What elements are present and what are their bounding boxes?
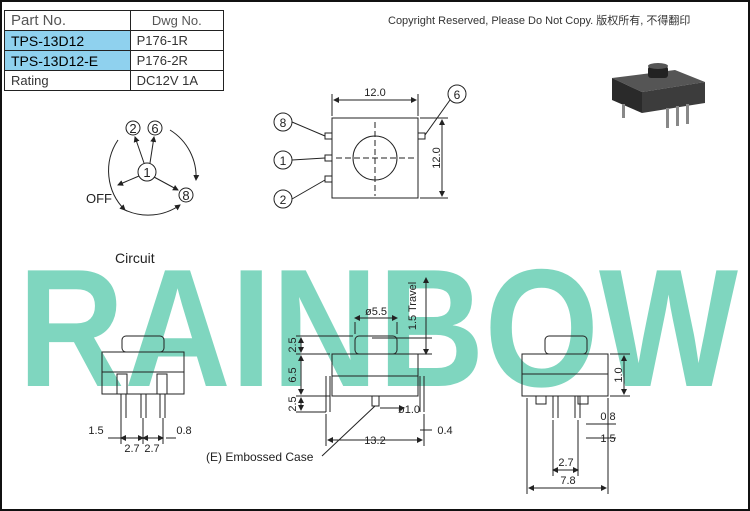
front-travel-dim: 1.5 Travel	[407, 282, 419, 330]
front-pin-thickness: 0.4	[437, 425, 452, 437]
pin-8-circle	[178, 187, 194, 203]
front-pin-diameter: ø1.0	[398, 404, 420, 416]
left-pitch-1: 2.7	[124, 443, 139, 455]
left-dim-right: 0.8	[176, 425, 191, 437]
part-table: Part No. Dwg No. TPS-13D12 P176-1R TPS-1…	[4, 10, 225, 91]
front-cap-diameter: ø5.5	[365, 306, 387, 318]
left-dim-left: 1.5	[88, 425, 103, 437]
front-view	[296, 277, 432, 457]
top-pin-2-label: 2	[280, 193, 287, 207]
header-dwg-no: Dwg No.	[129, 10, 225, 31]
circuit-diagram	[108, 120, 200, 216]
top-pin-8-label: 8	[280, 116, 287, 130]
front-dim-mid: 6.5	[287, 367, 299, 382]
top-pin-6-label: 6	[454, 88, 461, 102]
right-dim-4: 2.7	[558, 457, 573, 469]
circuit-pin-1: 1	[143, 165, 150, 180]
circuit-pin-8: 8	[182, 188, 189, 203]
embossed-case-label: (E) Embossed Case	[206, 450, 314, 464]
top-width-dim: 12.0	[364, 87, 385, 99]
pin-1-circle	[137, 162, 157, 182]
top-height-dim: 12.0	[431, 147, 443, 168]
top-view	[273, 84, 467, 209]
part-number-2: TPS-13D12-E	[4, 50, 131, 71]
rating-value: DC12V 1A	[129, 70, 225, 91]
top-pin-1-label: 1	[280, 154, 287, 168]
front-dim-bottom: 2.5	[287, 396, 299, 411]
right-dim-2: 0.8	[600, 411, 615, 423]
right-dim-5: 7.8	[560, 475, 575, 487]
table-row: TPS-13D12 P176-1R	[4, 30, 225, 51]
right-dim-3: 1.5	[600, 433, 615, 445]
front-dim-top: 2.5	[287, 337, 299, 352]
table-row: Rating DC12V 1A	[4, 70, 225, 91]
table-header-row: Part No. Dwg No.	[4, 10, 225, 31]
front-width-dim: 13.2	[364, 435, 385, 447]
left-side-view	[101, 335, 185, 444]
dwg-number-1: P176-1R	[129, 30, 225, 51]
right-dim-1: 1.0	[613, 367, 625, 382]
rating-label: Rating	[4, 70, 131, 91]
part-number-1: TPS-13D12	[4, 30, 131, 51]
left-pitch-2: 2.7	[144, 443, 159, 455]
circuit-label: Circuit	[115, 250, 155, 266]
pin-6-circle	[147, 120, 163, 136]
right-side-view	[521, 335, 630, 494]
pin-2-circle	[125, 120, 141, 136]
circuit-pin-6: 6	[151, 121, 158, 136]
product-3d-render	[612, 63, 705, 128]
copyright-notice: Copyright Reserved, Please Do Not Copy. …	[388, 15, 691, 27]
circuit-pin-2: 2	[129, 121, 136, 136]
circuit-off-label: OFF	[86, 191, 112, 206]
rainbow-watermark: RAINBOW	[18, 234, 738, 422]
